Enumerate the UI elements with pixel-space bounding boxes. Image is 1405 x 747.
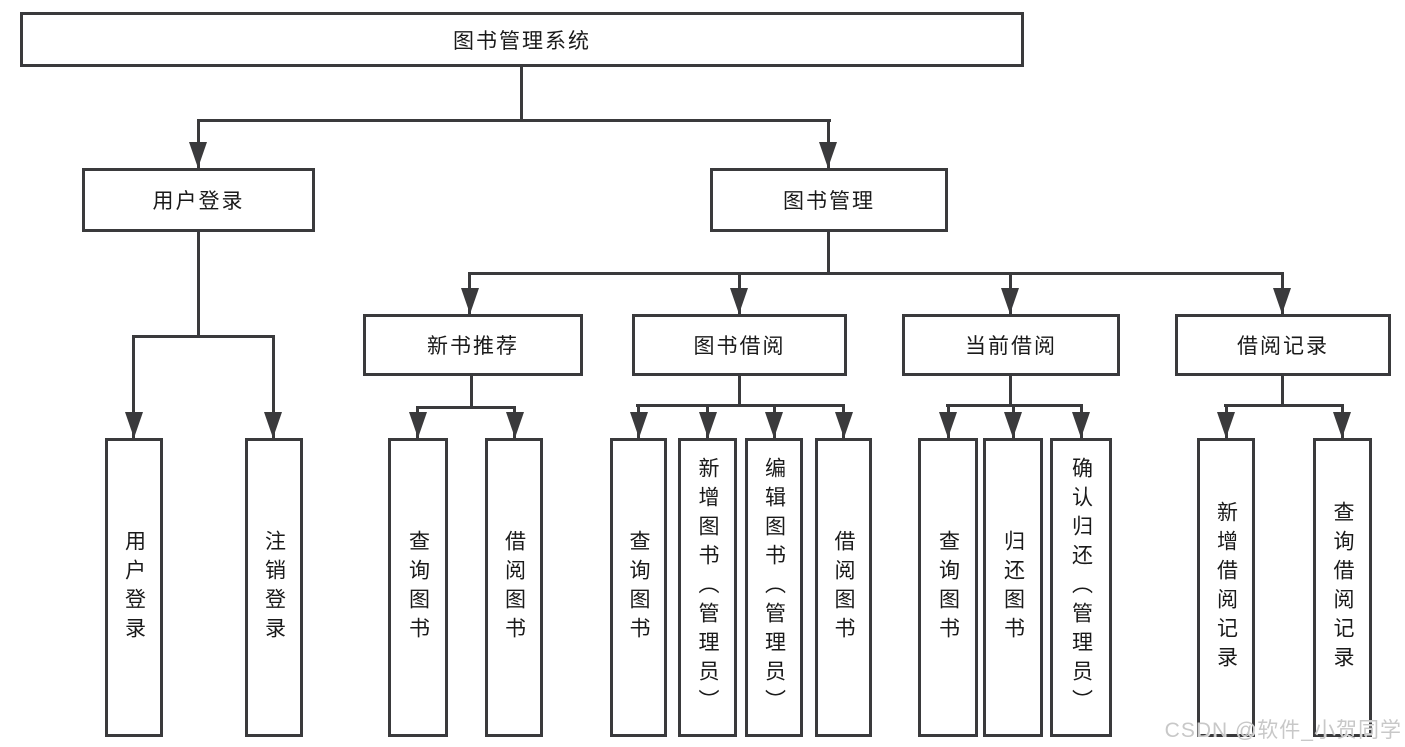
arrow-down-icon <box>264 412 282 438</box>
leaf-current-return-label: 归还图书 <box>1001 529 1025 646</box>
leaf-record-query-label: 查询借阅记录 <box>1331 500 1354 675</box>
leaf-borrow-query-label: 查询图书 <box>627 529 650 646</box>
connector-userlogin-drop-left <box>132 335 135 438</box>
connector-bookmgmt-stem <box>827 232 830 275</box>
node-new-book-label: 新书推荐 <box>427 335 519 358</box>
connector-bookborrow-stem <box>738 375 741 407</box>
node-current-borrow-label: 当前借阅 <box>965 335 1057 358</box>
leaf-borrow-edit: 编辑图书（管理员） <box>745 438 803 737</box>
arrow-down-icon <box>765 412 783 438</box>
node-new-book: 新书推荐 <box>363 314 583 376</box>
arrow-down-icon <box>835 412 853 438</box>
arrow-down-icon <box>1004 412 1022 438</box>
arrow-down-icon <box>125 412 143 438</box>
connector-userlogin-drop-right <box>272 335 275 438</box>
leaf-logout-label: 注销登录 <box>262 529 286 646</box>
connector-userlogin-stem <box>197 232 200 338</box>
arrow-down-icon <box>1333 412 1351 438</box>
connector-userlogin-rail <box>132 335 275 338</box>
leaf-user-login-label: 用户登录 <box>122 529 146 646</box>
connector-currentborrow-stem <box>1009 375 1012 407</box>
node-root: 图书管理系统 <box>20 12 1024 67</box>
node-borrow-record-label: 借阅记录 <box>1237 335 1329 358</box>
arrow-down-icon <box>1217 412 1235 438</box>
leaf-newbook-query: 查询图书 <box>388 438 448 737</box>
arrow-down-icon <box>506 412 524 438</box>
node-borrow-record: 借阅记录 <box>1175 314 1391 376</box>
leaf-newbook-query-label: 查询图书 <box>406 529 430 646</box>
leaf-user-login: 用户登录 <box>105 438 163 737</box>
leaf-borrow-add: 新增图书（管理员） <box>678 438 737 737</box>
node-current-borrow: 当前借阅 <box>902 314 1120 376</box>
leaf-current-query: 查询图书 <box>918 438 978 737</box>
connector-bookmgmt-rail <box>468 272 1284 275</box>
leaf-borrow-edit-label: 编辑图书（管理员） <box>762 457 786 718</box>
leaf-current-confirm-label: 确认归还（管理员） <box>1069 457 1093 718</box>
arrow-down-icon <box>409 412 427 438</box>
arrow-down-icon <box>1072 412 1090 438</box>
arrow-down-icon <box>189 142 207 168</box>
leaf-borrow-query: 查询图书 <box>610 438 667 737</box>
connector-newbook-stem <box>470 375 473 409</box>
connector-borrowrecord-stem <box>1281 375 1284 407</box>
leaf-borrow-add-label: 新增图书（管理员） <box>696 457 719 718</box>
node-root-label: 图书管理系统 <box>453 29 591 53</box>
connector-newbook-rail <box>416 406 516 409</box>
leaf-logout: 注销登录 <box>245 438 303 737</box>
arrow-down-icon <box>1273 288 1291 314</box>
arrow-down-icon <box>630 412 648 438</box>
node-book-borrow-label: 图书借阅 <box>693 335 786 358</box>
leaf-newbook-borrow: 借阅图书 <box>485 438 543 737</box>
arrow-down-icon <box>1001 288 1019 314</box>
leaf-current-query-label: 查询图书 <box>936 529 960 646</box>
leaf-record-add: 新增借阅记录 <box>1197 438 1255 737</box>
arrow-down-icon <box>939 412 957 438</box>
csdn-watermark: CSDN @软件_小贺同学 <box>1164 719 1402 742</box>
node-user-login-label: 用户登录 <box>152 190 245 213</box>
connector-root-rail <box>197 119 831 122</box>
arrow-down-icon <box>699 412 717 438</box>
arrow-down-icon <box>461 288 479 314</box>
node-book-mgmt-label: 图书管理 <box>783 190 875 213</box>
node-user-login: 用户登录 <box>82 168 315 232</box>
connector-borrowrecord-rail <box>1224 404 1344 407</box>
leaf-borrow-borrow-label: 借阅图书 <box>832 529 855 646</box>
leaf-record-query: 查询借阅记录 <box>1313 438 1372 737</box>
leaf-record-add-label: 新增借阅记录 <box>1214 500 1238 675</box>
connector-root-stem <box>520 67 523 119</box>
arrow-down-icon <box>730 288 748 314</box>
leaf-current-return: 归还图书 <box>983 438 1043 737</box>
connector-bookborrow-rail <box>636 404 845 407</box>
leaf-newbook-borrow-label: 借阅图书 <box>502 529 526 646</box>
arrow-down-icon <box>819 142 837 168</box>
node-book-mgmt: 图书管理 <box>710 168 948 232</box>
node-book-borrow: 图书借阅 <box>632 314 847 376</box>
leaf-borrow-borrow: 借阅图书 <box>815 438 872 737</box>
leaf-current-confirm: 确认归还（管理员） <box>1050 438 1112 737</box>
